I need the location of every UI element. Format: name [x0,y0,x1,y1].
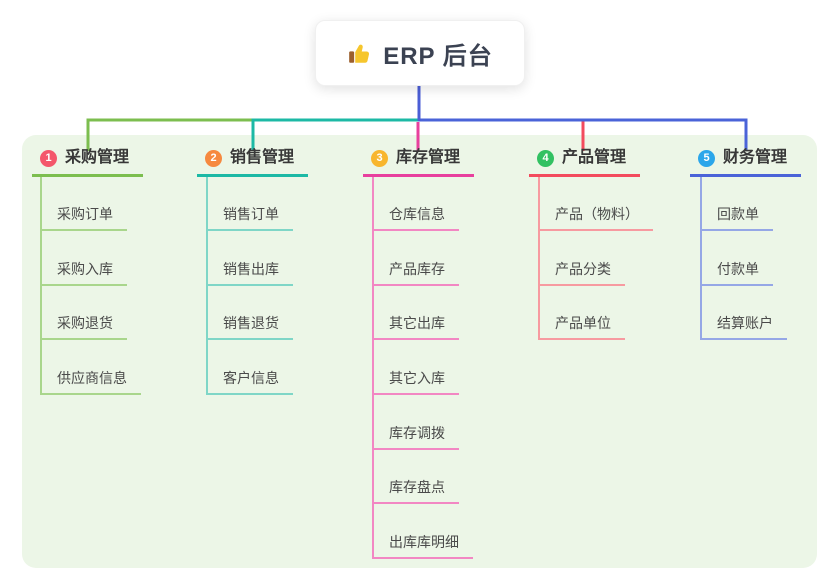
child-node[interactable]: 结算账户 [700,313,787,340]
child-node[interactable]: 库存盘点 [372,477,459,504]
child-node[interactable]: 供应商信息 [40,368,141,395]
thumbs-up-icon [347,40,373,66]
child-node[interactable]: 产品单位 [538,313,625,340]
branch-spine [372,177,374,559]
child-node[interactable]: 采购退货 [40,313,127,340]
branch-spine [206,177,208,395]
child-node[interactable]: 其它出库 [372,313,459,340]
child-node[interactable]: 产品分类 [538,259,625,286]
root-node-label: ERP 后台 [383,42,493,70]
child-node[interactable]: 其它入库 [372,368,459,395]
branch-node-purchase[interactable]: 1 采购管理 [32,147,143,177]
root-node-erp[interactable]: ERP 后台 [315,20,525,86]
branch-node-sales[interactable]: 2 销售管理 [197,147,308,177]
branch-number-badge: 1 [40,149,57,167]
branch-spine [40,177,42,395]
child-node[interactable]: 销售订单 [206,204,293,231]
child-node[interactable]: 出库库明细 [372,532,473,559]
child-node[interactable]: 付款单 [700,259,773,286]
child-node[interactable]: 回款单 [700,204,773,231]
child-node[interactable]: 库存调拨 [372,423,459,450]
branches-panel [22,135,817,568]
branch-label: 产品管理 [562,149,627,166]
branch-label: 销售管理 [230,149,295,166]
branch-label: 库存管理 [396,149,461,166]
child-node[interactable]: 产品（物料） [538,204,653,231]
branch-number-badge: 5 [698,149,715,167]
branch-number-badge: 3 [371,149,388,167]
branch-spine [700,177,702,340]
branch-node-finance[interactable]: 5 财务管理 [690,147,801,177]
branch-label: 财务管理 [723,149,788,166]
child-node[interactable]: 销售出库 [206,259,293,286]
child-node[interactable]: 仓库信息 [372,204,459,231]
branch-number-badge: 2 [205,149,222,167]
child-node[interactable]: 采购入库 [40,259,127,286]
branch-number-badge: 4 [537,149,554,167]
branch-node-product[interactable]: 4 产品管理 [529,147,640,177]
branch-label: 采购管理 [65,149,130,166]
child-node[interactable]: 客户信息 [206,368,293,395]
child-node[interactable]: 产品库存 [372,259,459,286]
branch-node-inventory[interactable]: 3 库存管理 [363,147,474,177]
child-node[interactable]: 销售退货 [206,313,293,340]
branch-spine [538,177,540,340]
child-node[interactable]: 采购订单 [40,204,127,231]
